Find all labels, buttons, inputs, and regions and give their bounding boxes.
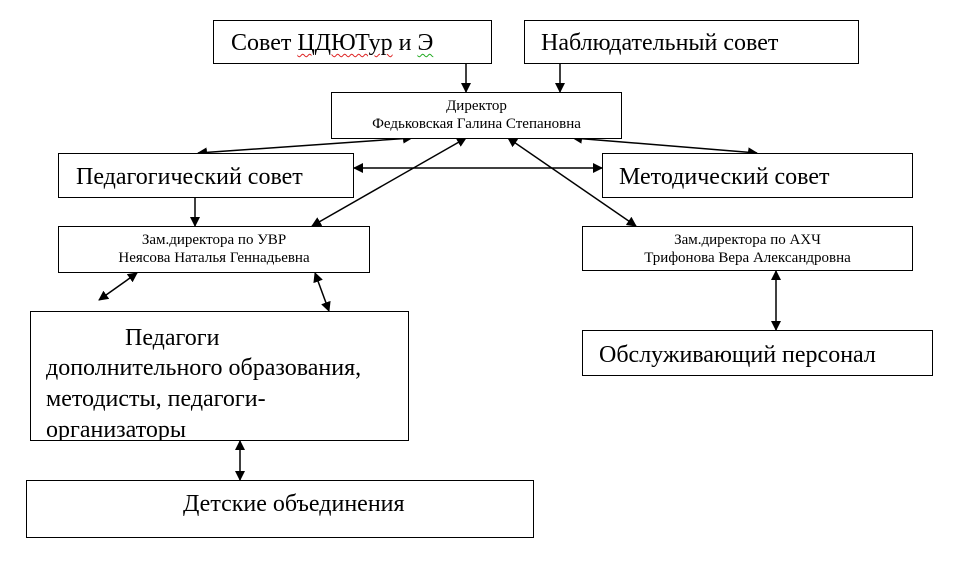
deputy-ahch-box: Зам.директора по АХЧ Трифонова Вера Алек… <box>582 226 913 271</box>
arrow-director-methodical <box>572 133 758 158</box>
council-label: Совет ЦДЮТур и Э <box>231 30 434 56</box>
supervisory-council-label: Наблюдательный совет <box>541 30 779 56</box>
supervisory-council-box: Наблюдательный совет <box>524 20 859 64</box>
teachers-line-2: дополнительного образования, <box>46 355 362 381</box>
arrow-director-ahch <box>507 137 637 227</box>
service-staff-label: Обслуживающий персонал <box>599 342 876 368</box>
deputy-ahch-title: Зам.директора по АХЧ <box>674 232 821 248</box>
children-associations-box: Детские объединения <box>26 480 534 538</box>
arrow-director-uvr <box>311 137 467 227</box>
teachers-line-1: Педагоги <box>125 325 220 351</box>
director-box: Директор Федьковская Галина Степановна <box>331 92 622 139</box>
pedagogical-council-box: Педагогический совет <box>58 153 354 198</box>
service-staff-box: Обслуживающий персонал <box>582 330 933 376</box>
teachers-line-3: методисты, педагоги- <box>46 386 266 412</box>
children-associations-label: Детские объединения <box>183 491 405 517</box>
deputy-ahch-name: Трифонова Вера Александровна <box>644 250 851 266</box>
council-box: Совет ЦДЮТур и Э <box>213 20 492 64</box>
deputy-uvr-box: Зам.директора по УВР Неясова Наталья Ген… <box>58 226 370 273</box>
arrow-uvr-teachers-left <box>98 272 138 301</box>
arrow-director-pedagogical <box>197 133 413 158</box>
methodical-council-label: Методический совет <box>619 164 830 190</box>
teachers-box: Педагоги дополнительного образования, ме… <box>30 311 409 441</box>
deputy-uvr-name: Неясова Наталья Геннадьевна <box>118 250 310 266</box>
director-name: Федьковская Галина Степановна <box>372 116 581 132</box>
arrow-uvr-teachers-right <box>313 272 331 312</box>
teachers-line-4: организаторы <box>46 417 186 441</box>
deputy-uvr-title: Зам.директора по УВР <box>141 232 287 248</box>
director-title: Директор <box>446 98 507 114</box>
pedagogical-council-label: Педагогический совет <box>76 164 303 190</box>
methodical-council-box: Методический совет <box>602 153 913 198</box>
